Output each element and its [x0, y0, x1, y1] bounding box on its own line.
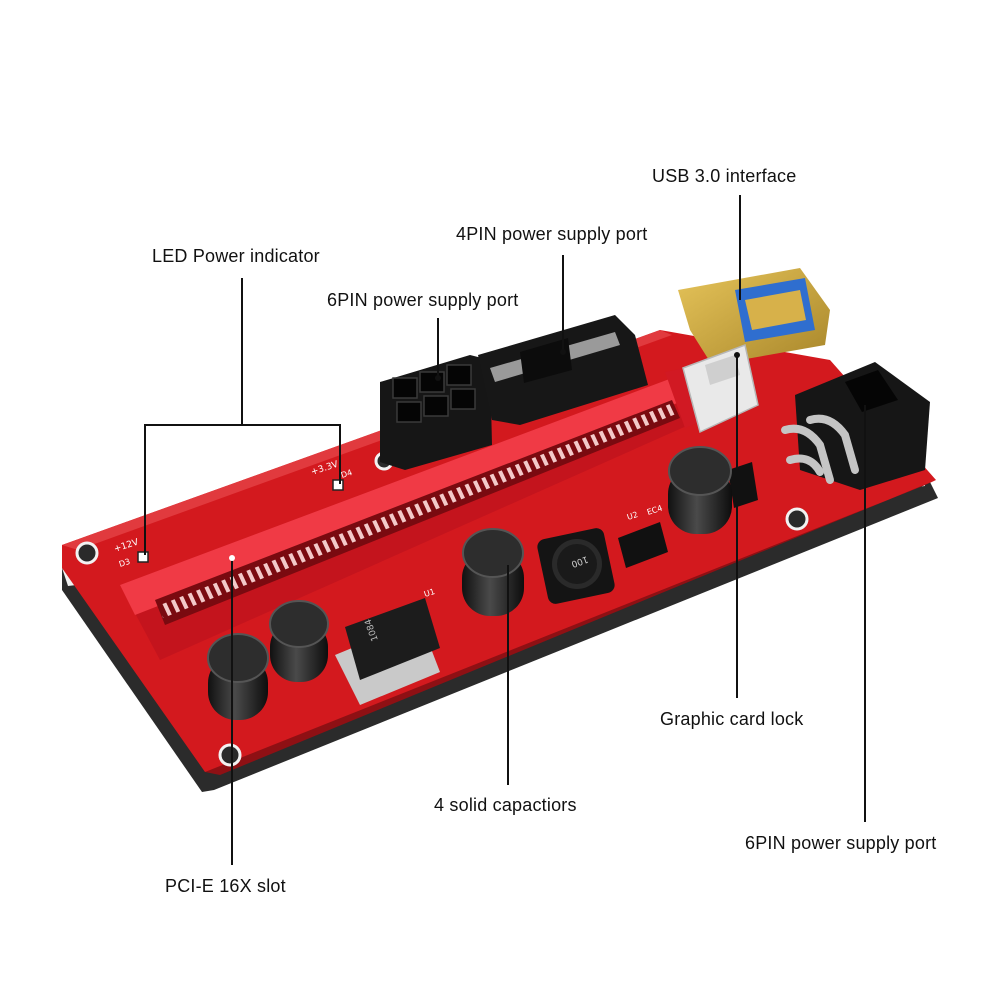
usb-port: [678, 268, 830, 365]
regulator-chip: [335, 598, 440, 705]
silk-u2: U2: [626, 510, 639, 522]
silk-d4: D4: [340, 468, 353, 480]
mounting-holes: [75, 451, 809, 767]
silk-u1: U1: [423, 587, 436, 599]
label-led: LED Power indicator: [152, 246, 320, 266]
label-slot: PCI-E 16X slot: [165, 876, 286, 896]
six-pin-connector-top: [380, 355, 492, 470]
led-indicators: [137, 479, 344, 563]
leader-lines: [144, 195, 866, 865]
label-6pin-top: 6PIN power supply port: [327, 290, 519, 310]
silk-d3: D3: [118, 557, 131, 569]
card-lock: [682, 343, 759, 434]
pcie-slot: [120, 365, 718, 660]
label-caps: 4 solid capactiors: [434, 795, 577, 815]
label-usb: USB 3.0 interface: [652, 166, 797, 186]
label-4pin: 4PIN power supply port: [456, 224, 648, 244]
six-pin-connector-right: [781, 362, 930, 490]
leader-dots: [229, 349, 740, 561]
label-lock: Graphic card lock: [660, 709, 804, 729]
four-pin-connector: [478, 315, 648, 425]
inductor: [537, 528, 615, 604]
small-ic: [618, 462, 758, 568]
label-6pin-right: 6PIN power supply port: [745, 833, 937, 853]
